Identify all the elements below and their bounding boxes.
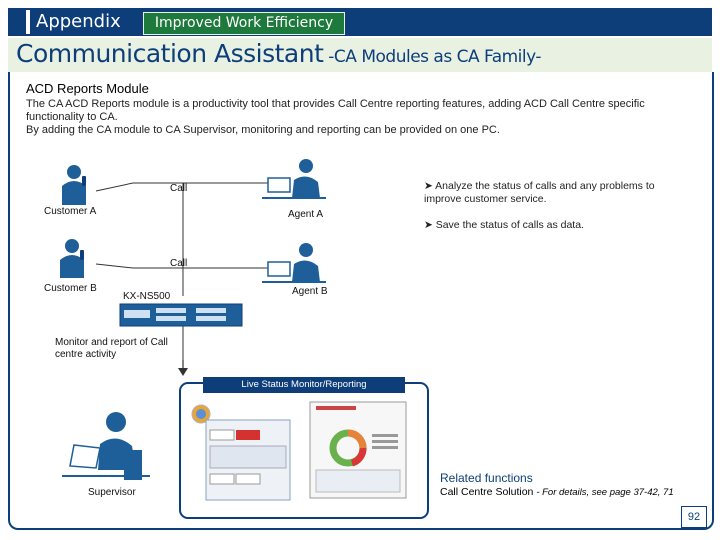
monitor-note: Monitor and report of Call centre activi…: [55, 337, 168, 360]
header-accent-mark: [26, 10, 30, 34]
description-line-2: By adding the CA module to CA Supervisor…: [26, 124, 500, 136]
customer-b-link: [95, 263, 134, 269]
section-label: Appendix: [36, 11, 121, 32]
header-bar: [8, 8, 712, 36]
supervisor-label: Supervisor: [88, 487, 136, 498]
call-b-label: Call: [170, 258, 188, 269]
customer-a-label: Customer A: [44, 206, 97, 217]
section-tag: Improved Work Efficiency: [143, 12, 345, 35]
agent-a-label: Agent A: [288, 209, 324, 220]
bullet-save-text: Save the status of calls as data.: [435, 219, 584, 231]
description-line-1: The CA ACD Reports module is a productiv…: [26, 98, 645, 123]
live-status-label: Live Status Monitor/Reporting: [203, 377, 405, 393]
content-frame: [8, 72, 714, 530]
pbx-unit-graphic: [119, 303, 243, 327]
customer-a-figure: [62, 165, 86, 205]
related-functions-item: Call Centre Solution - For details, see …: [440, 486, 674, 498]
bullet-analyze: ➤ Analyze the status of calls and any pr…: [424, 180, 655, 205]
agent-b-figure: [262, 243, 326, 283]
agent-a-figure: [262, 159, 326, 199]
related-item-note: - For details, see page 37-42, 71: [536, 487, 674, 498]
page-number: 92: [681, 506, 707, 528]
monitor-panel: [179, 382, 429, 519]
bullet-analyze-text: Analyze the status of calls and any prob…: [424, 180, 655, 205]
call-a-label: Call: [170, 183, 188, 194]
monitor-arrow-head: [178, 368, 188, 376]
bullet-save: ➤ Save the status of calls as data.: [424, 219, 584, 231]
customer-b-figure: [60, 239, 84, 278]
title-band: [8, 38, 712, 72]
supervisor-figure: [62, 412, 150, 480]
module-description: The CA ACD Reports module is a productiv…: [26, 98, 676, 137]
related-functions-title: Related functions: [440, 471, 533, 485]
customer-b-label: Customer B: [44, 283, 97, 294]
related-item-name: Call Centre Solution: [440, 486, 534, 498]
agent-b-label: Agent B: [292, 286, 328, 297]
page-title: Communication Assistant -CA Modules as C…: [16, 39, 542, 68]
module-title: ACD Reports Module: [26, 81, 149, 96]
page-title-main: Communication Assistant: [16, 39, 324, 68]
customer-a-link: [95, 182, 134, 192]
pbx-label: KX-NS500: [123, 291, 171, 302]
page-title-sub: -CA Modules as CA Family-: [323, 47, 542, 67]
